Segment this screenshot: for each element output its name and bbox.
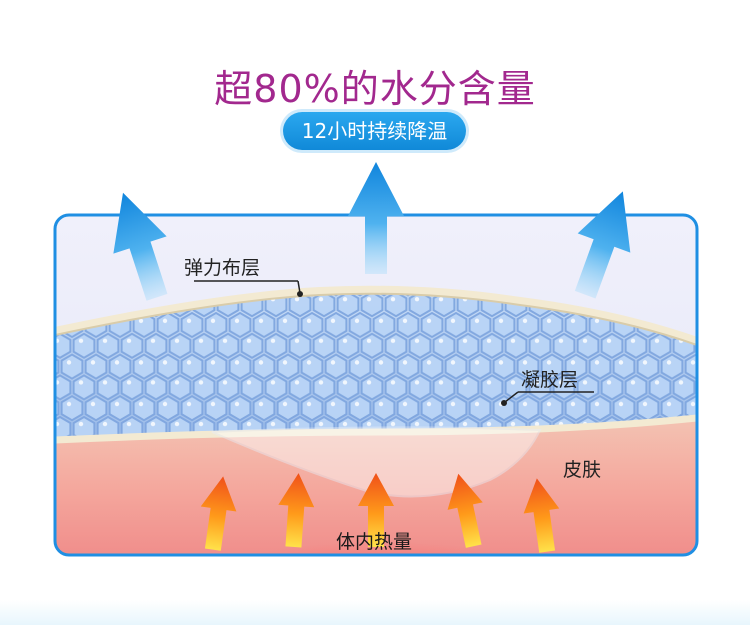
cooling-arrow-right bbox=[574, 191, 631, 299]
elastic-layer-label: 弹力布层 bbox=[184, 257, 261, 279]
elastic-layer bbox=[55, 285, 697, 345]
body-heat-label: 体内热量 bbox=[336, 531, 413, 553]
heat-arrow-2 bbox=[278, 473, 315, 548]
page-title: 超80%的水分含量 bbox=[214, 67, 536, 111]
subtitle-badge: 12小时持续降温 bbox=[283, 112, 466, 150]
cooling-arrow-left bbox=[113, 192, 168, 301]
heat-arrow-3 bbox=[358, 473, 394, 547]
bottom-divider bbox=[0, 600, 750, 625]
skin-label: 皮肤 bbox=[563, 459, 602, 481]
heat-arrow-5 bbox=[523, 478, 560, 553]
heat-glow bbox=[150, 465, 610, 555]
cross-section-panel bbox=[53, 213, 699, 557]
heat-arrow-1 bbox=[200, 476, 237, 551]
gel-layer-label: 凝胶层 bbox=[521, 369, 579, 391]
heat-arrow-4 bbox=[447, 473, 483, 548]
leader-lines bbox=[194, 280, 594, 406]
cooling-arrow-center bbox=[348, 162, 404, 274]
